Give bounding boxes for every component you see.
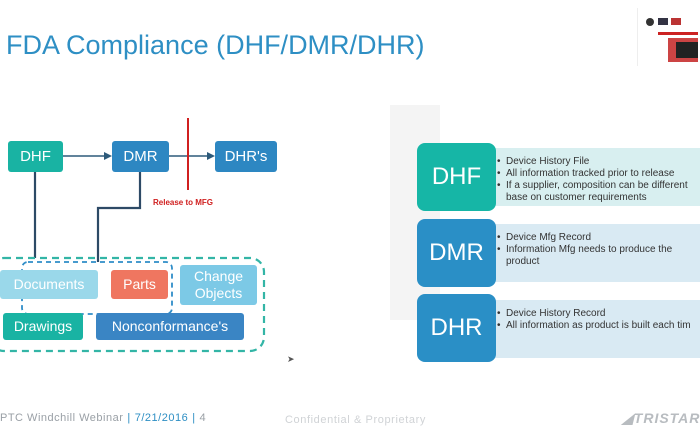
definition-bullet: Information Mfg needs to produce the bbox=[497, 244, 700, 256]
definition-bullet: Device History Record bbox=[497, 308, 700, 320]
footer: PTC Windchill Webinar|7/21/2016|4 bbox=[0, 412, 206, 424]
artifact-parts: Parts bbox=[111, 270, 168, 299]
page-title: FDA Compliance (DHF/DMR/DHR) bbox=[6, 30, 425, 60]
artifact-change-objects: Change Objects bbox=[180, 265, 257, 305]
brand-triangle-icon: ◢ bbox=[622, 410, 634, 426]
definition-bullet-continuation: base on customer requirements bbox=[506, 192, 647, 203]
definition-bullet: Device Mfg Record bbox=[497, 232, 700, 244]
definition-panel-dmr: Device Mfg Record Information Mfg needs … bbox=[490, 224, 700, 282]
definition-bullet: All information as product is built each… bbox=[497, 320, 700, 332]
definition-label-dhr: DHR bbox=[417, 294, 496, 362]
definition-bullet: Device History File bbox=[497, 156, 700, 168]
definition-panel-dhr: Device History Record All information as… bbox=[490, 300, 700, 358]
change-objects-line2: Objects bbox=[194, 285, 243, 301]
mouse-cursor-icon: ➤ bbox=[287, 354, 295, 364]
change-objects-line1: Change bbox=[193, 268, 244, 284]
footer-page-number: 4 bbox=[199, 412, 207, 424]
definition-bullet: If a supplier, composition can be differ… bbox=[497, 180, 700, 192]
flow-node-dhrs: DHR's bbox=[215, 141, 277, 172]
definition-bullet-continuation: product bbox=[506, 256, 540, 267]
brand-logo: ◢TRISTAR bbox=[622, 410, 700, 427]
brand-text: TRISTAR bbox=[633, 410, 700, 426]
artifact-drawings: Drawings bbox=[3, 313, 83, 340]
footer-prefix: PTC Windchill Webinar bbox=[0, 412, 124, 424]
release-to-mfg-label: Release to MFG bbox=[153, 198, 214, 207]
footer-date: 7/21/2016 bbox=[134, 412, 189, 424]
flow-node-dmr: DMR bbox=[112, 141, 169, 172]
corner-logo bbox=[637, 8, 700, 66]
footer-separator: | bbox=[127, 412, 131, 424]
footer-separator: | bbox=[192, 412, 196, 424]
definition-bullet: All information tracked prior to release bbox=[497, 168, 700, 180]
confidential-label: Confidential & Proprietary bbox=[285, 414, 426, 426]
artifact-documents: Documents bbox=[0, 270, 98, 299]
definition-label-dhf: DHF bbox=[417, 143, 496, 211]
definition-panel-dhf: Device History File All information trac… bbox=[490, 148, 700, 206]
flow-node-dhf: DHF bbox=[8, 141, 63, 172]
definition-label-dmr: DMR bbox=[417, 219, 496, 287]
artifact-nonconformance: Nonconformance's bbox=[96, 313, 244, 340]
